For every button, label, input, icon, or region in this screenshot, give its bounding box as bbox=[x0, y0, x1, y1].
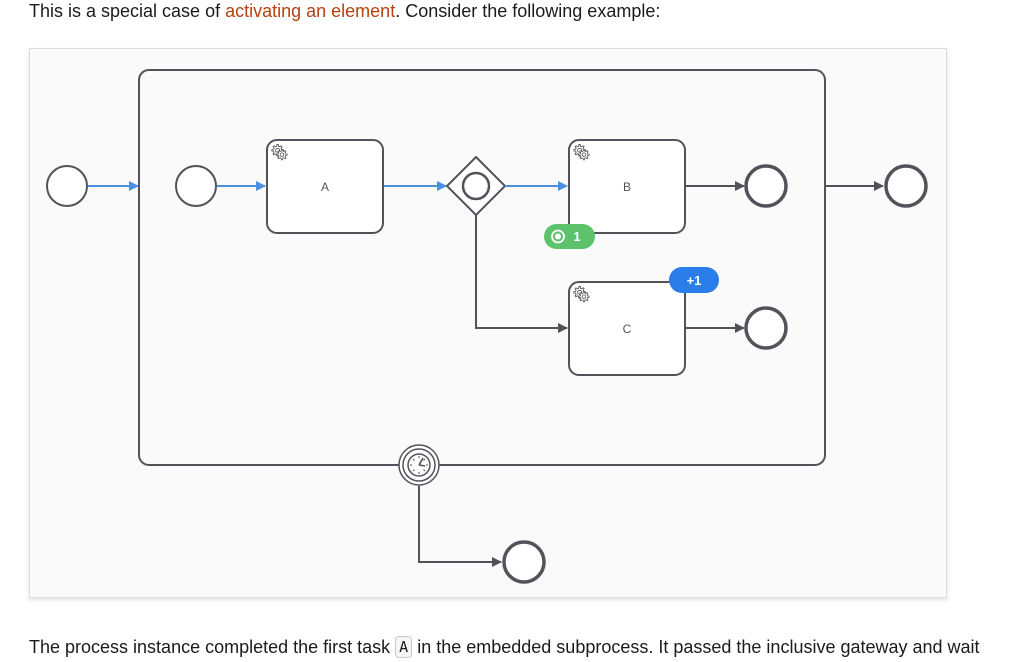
end-event-c[interactable] bbox=[744, 306, 788, 350]
intro-text-start: This is a special case of bbox=[29, 1, 226, 21]
end-event-b[interactable] bbox=[744, 164, 788, 208]
flow-gateway-to-c[interactable] bbox=[475, 215, 568, 333]
embedded-subprocess[interactable] bbox=[138, 69, 826, 466]
outro-text-start: The process instance completed the first… bbox=[29, 637, 396, 657]
bpmn-diagram-figure bbox=[29, 48, 947, 598]
active-token-badge: 1 bbox=[544, 224, 595, 249]
timer-end-event[interactable] bbox=[502, 540, 546, 584]
task-b-label: B bbox=[623, 180, 631, 194]
task-b[interactable]: B bbox=[568, 139, 686, 234]
activating-element-link[interactable]: activating an element bbox=[225, 1, 396, 21]
inclusive-gateway[interactable] bbox=[445, 155, 507, 217]
timer-boundary-event[interactable] bbox=[398, 444, 440, 486]
intro-text-end: . Consider the following example: bbox=[395, 1, 661, 21]
added-token-count: +1 bbox=[687, 273, 702, 288]
timer-icon bbox=[407, 453, 431, 477]
active-token-count: 1 bbox=[573, 229, 580, 244]
token-icon bbox=[551, 229, 565, 244]
inner-start-event[interactable] bbox=[175, 165, 217, 207]
task-c[interactable]: C bbox=[568, 281, 686, 376]
added-token-badge: +1 bbox=[669, 267, 719, 293]
intro-paragraph: This is a special case of activating an … bbox=[29, 0, 660, 22]
task-a[interactable]: A bbox=[266, 139, 384, 234]
outro-text-end: in the embedded subprocess. It passed th… bbox=[412, 637, 980, 657]
flow-timer-to-end[interactable] bbox=[418, 486, 502, 567]
outro-paragraph: The process instance completed the first… bbox=[29, 636, 980, 658]
outer-end-event[interactable] bbox=[884, 164, 928, 208]
outer-start-event[interactable] bbox=[46, 165, 88, 207]
task-c-label: C bbox=[623, 322, 632, 336]
task-a-label: A bbox=[321, 180, 329, 194]
task-a-code: A bbox=[395, 636, 413, 658]
